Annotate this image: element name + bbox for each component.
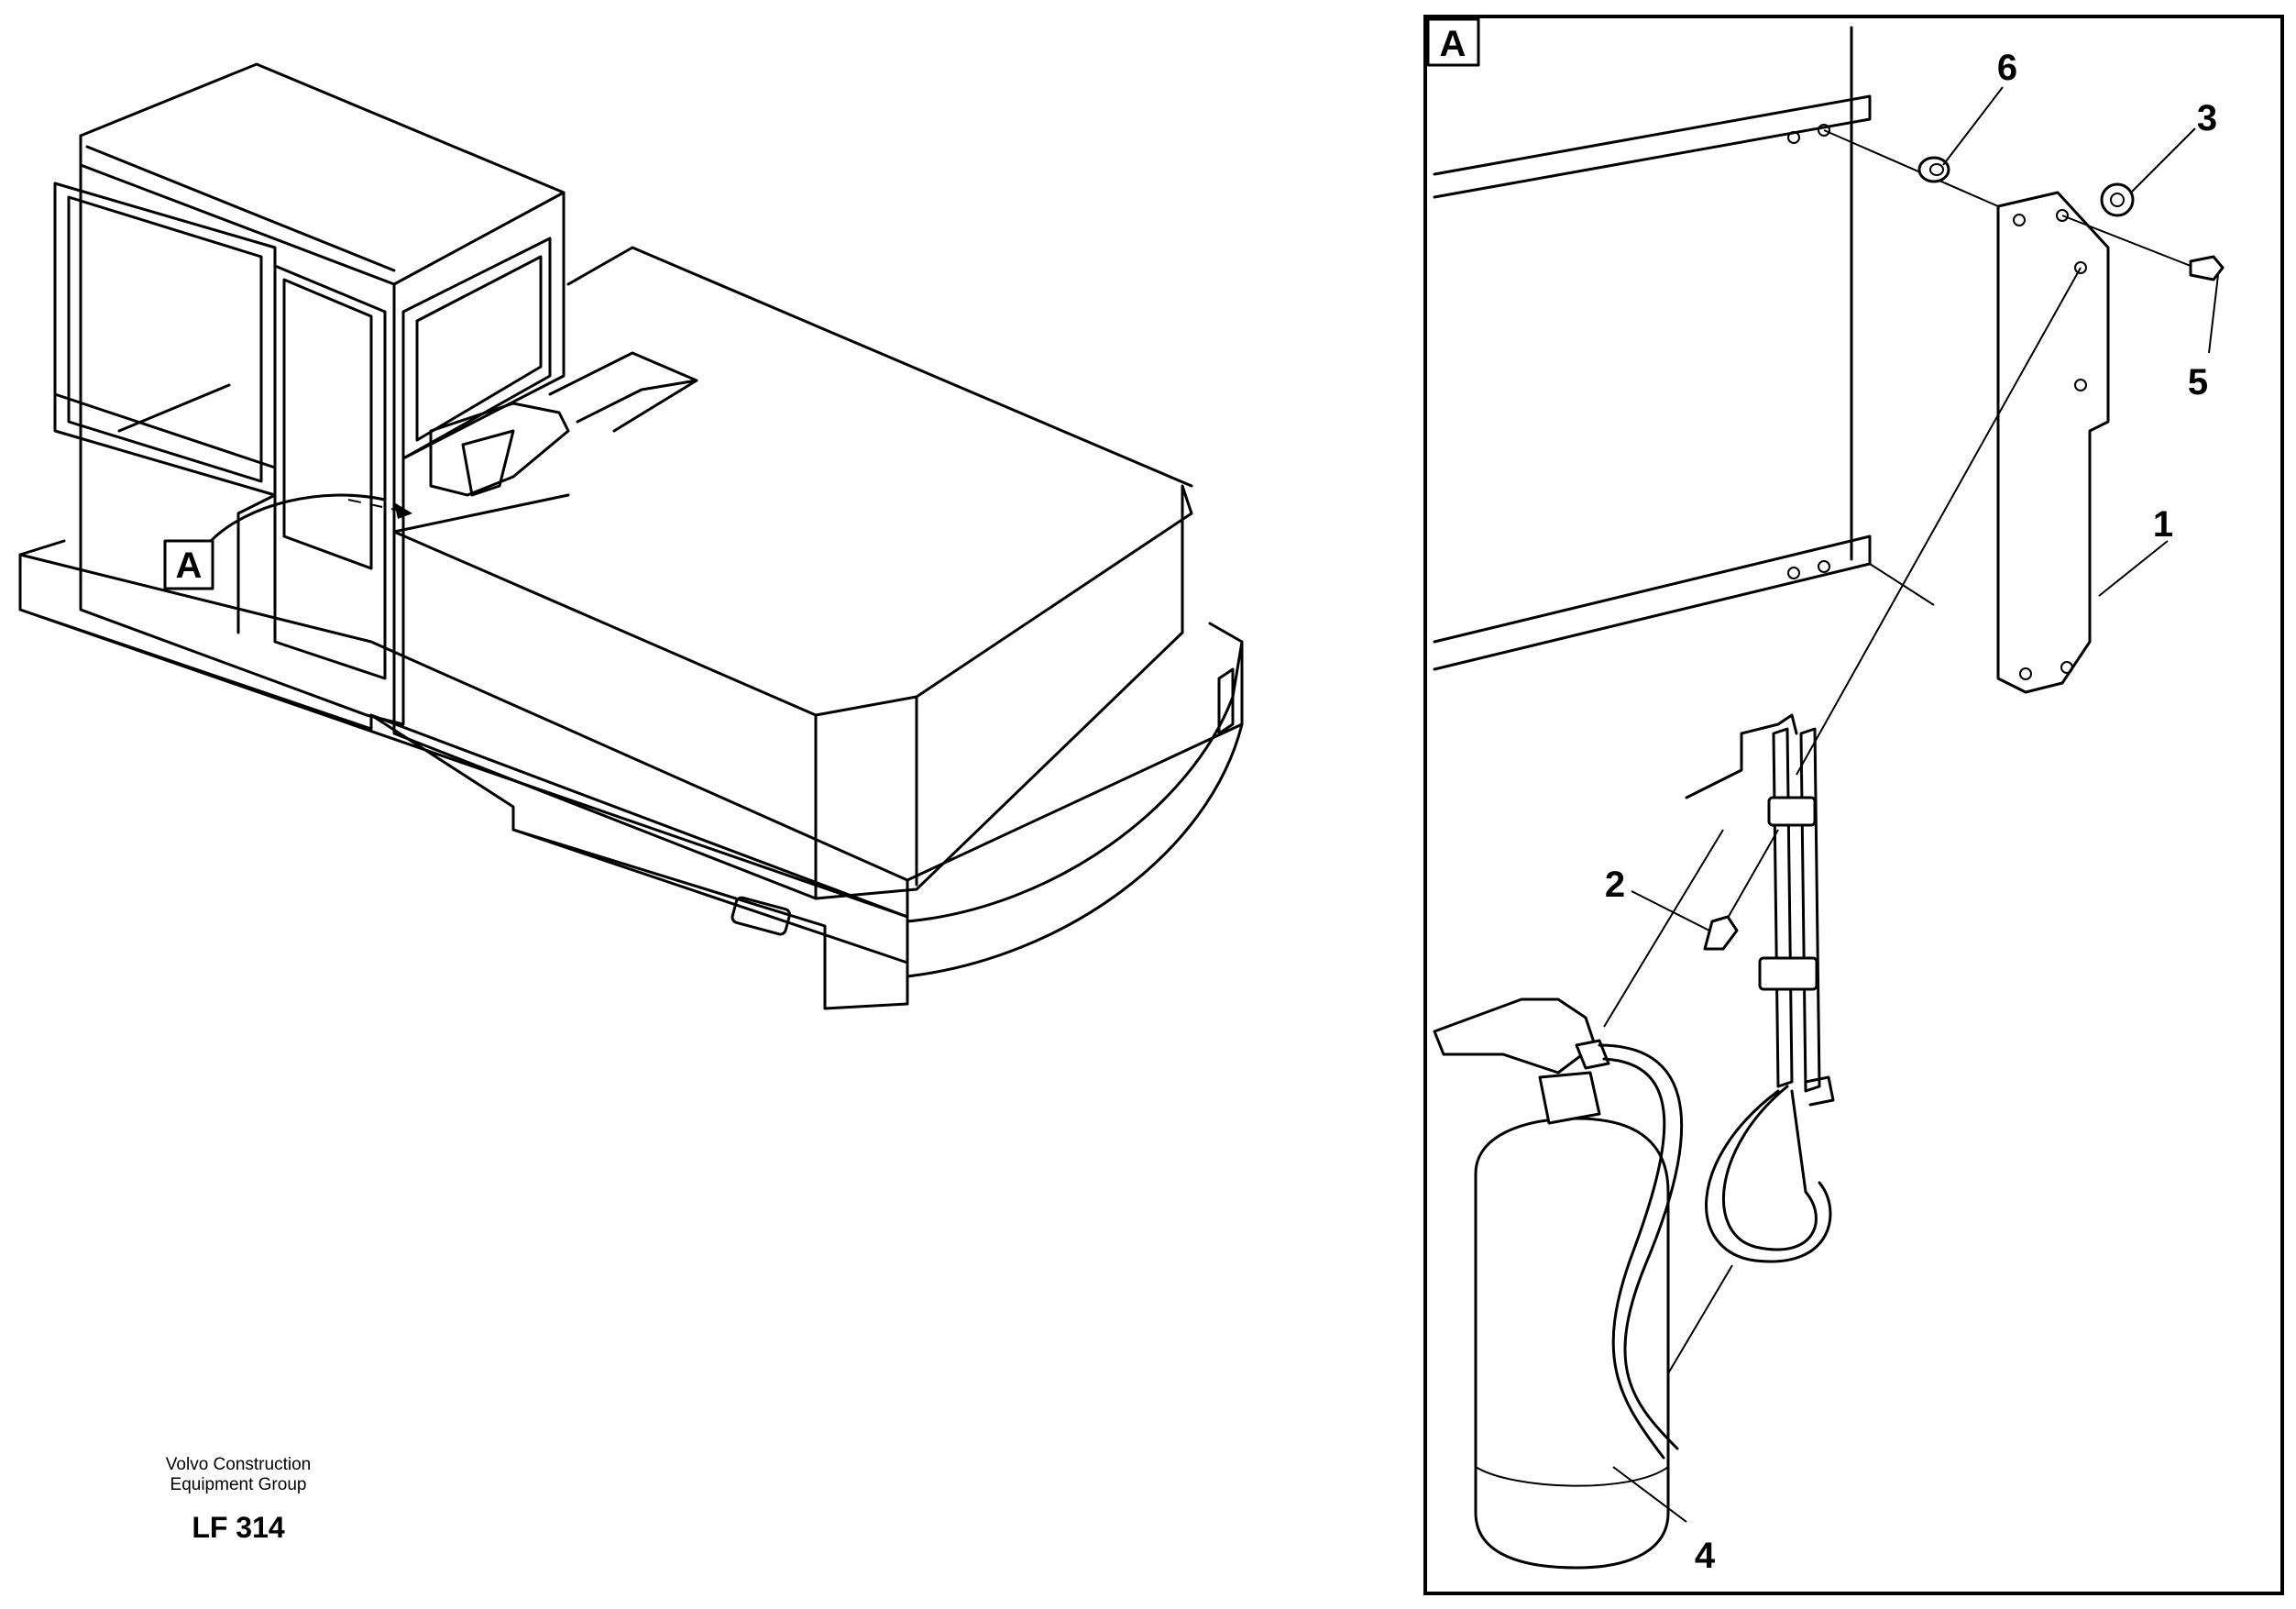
detail-view-a: A: [1423, 15, 2284, 1595]
detail-frame-label: A: [1440, 24, 1467, 64]
overview-callout-label: A: [176, 546, 203, 586]
company-line-2: Equipment Group: [170, 1475, 307, 1494]
part-number-2: 2: [1605, 865, 1625, 905]
company-name: Volvo Construction Equipment Group: [119, 1455, 357, 1495]
drawing-code: LF 314: [192, 1511, 285, 1544]
part-number-4: 4: [1695, 1536, 1716, 1576]
part-number-1: 1: [2153, 504, 2173, 545]
detail-frame: [1423, 15, 2284, 1595]
part-number-6: 6: [1997, 48, 2017, 88]
company-line-1: Volvo Construction: [165, 1455, 312, 1474]
machine-overview: A: [18, 62, 1244, 1010]
part-number-5: 5: [2188, 362, 2208, 402]
part-number-3: 3: [2197, 98, 2217, 138]
